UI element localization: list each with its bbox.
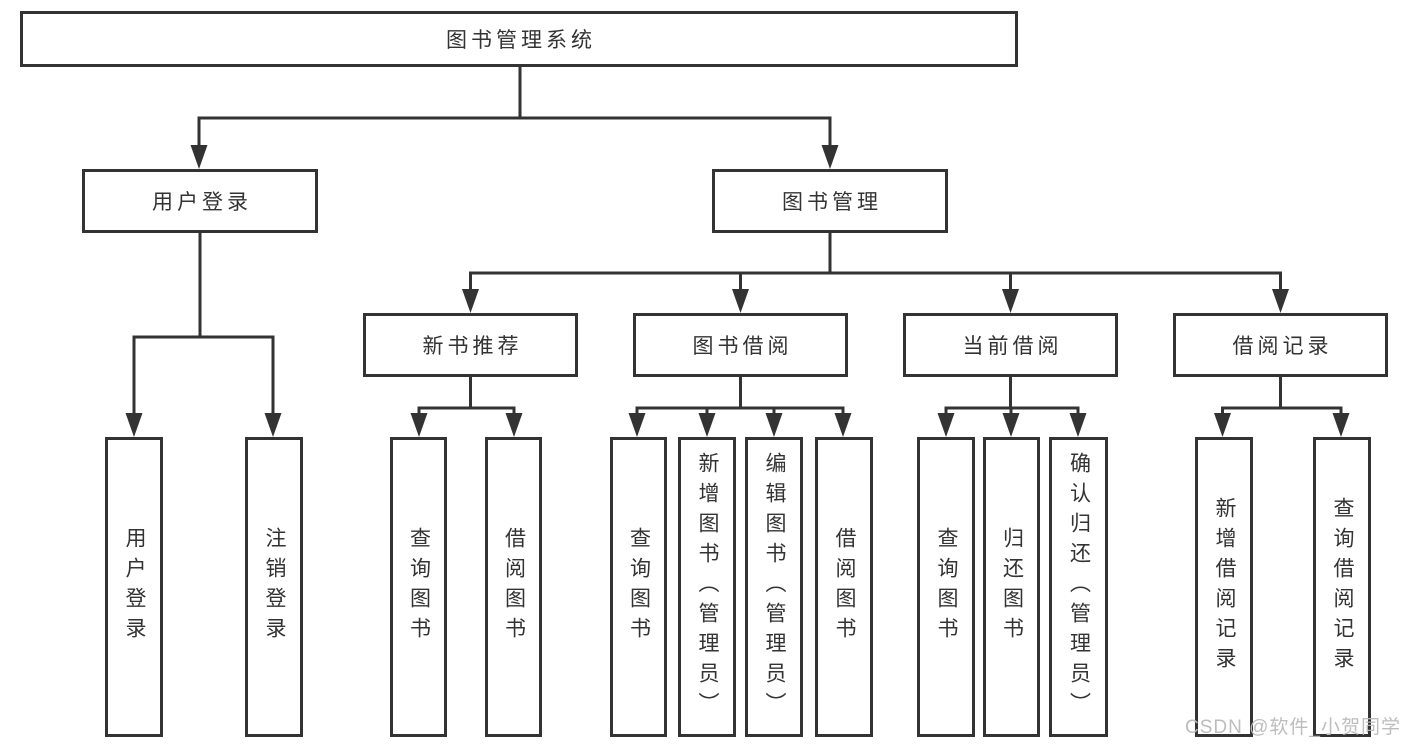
leaf-records-query-record: 查询借阅记录 xyxy=(1313,437,1371,737)
leaf-user-login: 用户登录 xyxy=(105,437,163,737)
leaf-user-login-label: 用户登录 xyxy=(123,527,147,647)
leaf-borrowing-query-book: 查询图书 xyxy=(610,437,667,737)
group-book-borrowing: 图书借阅 xyxy=(633,313,848,377)
leaf-logout: 注销登录 xyxy=(245,437,303,737)
group-current-borrowing: 当前借阅 xyxy=(903,313,1118,377)
leaf-records-query-record-label: 查询借阅记录 xyxy=(1331,497,1355,677)
leaf-borrowing-add-book-admin: 新增图书（管理员） xyxy=(678,437,736,737)
leaf-current-query-book: 查询图书 xyxy=(917,437,975,737)
leaf-borrowing-query-book-label: 查询图书 xyxy=(627,527,651,647)
leaf-current-query-book-label: 查询图书 xyxy=(935,527,959,647)
leaf-recommend-borrow-book-label: 借阅图书 xyxy=(502,527,526,647)
csdn-watermark: CSDN @软件_小贺同学 xyxy=(1185,717,1401,738)
group-borrowing-records: 借阅记录 xyxy=(1173,313,1388,377)
leaf-recommend-query-book-label: 查询图书 xyxy=(407,527,431,647)
leaf-recommend-query-book: 查询图书 xyxy=(390,437,447,737)
leaf-current-confirm-return-admin: 确认归还（管理员） xyxy=(1049,437,1108,737)
leaf-current-return-book-label: 归还图书 xyxy=(1000,527,1024,647)
leaf-current-confirm-return-admin-label: 确认归还（管理员） xyxy=(1067,452,1091,722)
leaf-current-return-book: 归还图书 xyxy=(983,437,1040,737)
leaf-borrowing-edit-book-admin-label: 编辑图书（管理员） xyxy=(763,452,787,722)
leaf-logout-label: 注销登录 xyxy=(263,527,287,647)
group-new-book-recommendation: 新书推荐 xyxy=(363,313,578,377)
leaf-borrowing-add-book-admin-label: 新增图书（管理员） xyxy=(696,452,720,722)
leaf-recommend-borrow-book: 借阅图书 xyxy=(485,437,542,737)
branch-user-login: 用户登录 xyxy=(82,169,318,233)
root-box-library-management-system: 图书管理系统 xyxy=(20,11,1018,67)
leaf-records-add-record-label: 新增借阅记录 xyxy=(1213,497,1237,677)
leaf-borrowing-edit-book-admin: 编辑图书（管理员） xyxy=(745,437,803,737)
leaf-borrowing-borrow-book: 借阅图书 xyxy=(815,437,873,737)
leaf-borrowing-borrow-book-label: 借阅图书 xyxy=(833,527,857,647)
branch-book-management: 图书管理 xyxy=(712,169,948,233)
leaf-records-add-record: 新增借阅记录 xyxy=(1195,437,1253,737)
